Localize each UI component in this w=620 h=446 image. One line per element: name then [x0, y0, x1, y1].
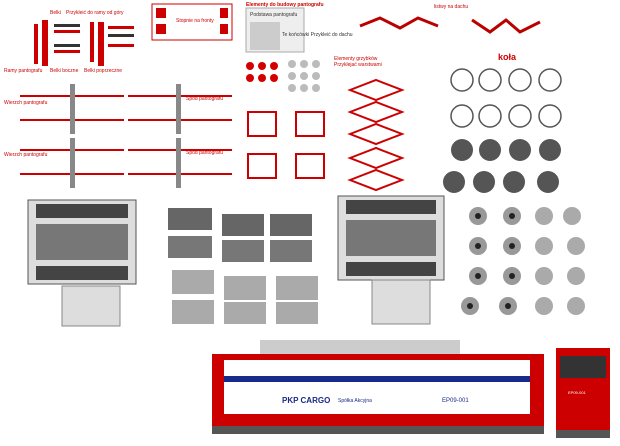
grey-panels [168, 208, 318, 324]
label-grzybki-sub: Przyklejać warstwami [334, 62, 382, 68]
bogie-right [337, 195, 445, 325]
label-belki-boczne: Belki boczne [50, 68, 79, 74]
pantograph-frames [247, 111, 325, 179]
label-elementy: Elementy do budowy pantografu [246, 2, 324, 8]
frame-beams [34, 20, 134, 66]
label-spod-2: Spód pantografu [186, 150, 223, 156]
steps-panel [151, 3, 233, 41]
label-stopnie: Stopnie na fronty [176, 18, 214, 24]
label-belki-poprzeczne: Belki poprzeczne [84, 68, 123, 74]
label-model: EP09-001 [442, 398, 469, 404]
roof-strips [359, 16, 541, 34]
mushroom-parts-red [246, 62, 278, 82]
mushroom-parts-grey [288, 60, 320, 92]
locomotive-front [556, 348, 610, 438]
base-panel [245, 7, 305, 53]
label-wierzch-2: Wierzch pantografu [4, 152, 48, 158]
pantograph-arms [347, 78, 405, 192]
locomotive-side [212, 340, 544, 434]
label-ramy: Ramy pantografu [4, 68, 43, 74]
label-belki: Belki [50, 10, 61, 16]
label-te-koncowki: Te końcówki Przykleić do dachu [282, 32, 353, 38]
wheels [443, 68, 562, 193]
label-listwy: listwy na dachu [434, 4, 469, 10]
label-przykleic-ramy: Przykleić do ramy od góry [66, 10, 124, 16]
label-wierzch-1: Wierzch pantografu [4, 100, 48, 106]
label-grzybki: Elementy grzybków [334, 56, 378, 62]
bogie-left [27, 199, 137, 327]
label-model-front: EP09-001 [568, 390, 586, 395]
label-spod-1: Spód pantografu [186, 96, 223, 102]
label-spolka: Spółka Akcyjna [338, 398, 372, 404]
label-pkp-cargo: PKP CARGO [282, 396, 331, 405]
pantograph-views [20, 84, 232, 188]
wheel-hubs [461, 207, 585, 315]
label-podstawa: Podstawa pantografu [250, 12, 298, 18]
label-kola: koła [498, 52, 517, 62]
